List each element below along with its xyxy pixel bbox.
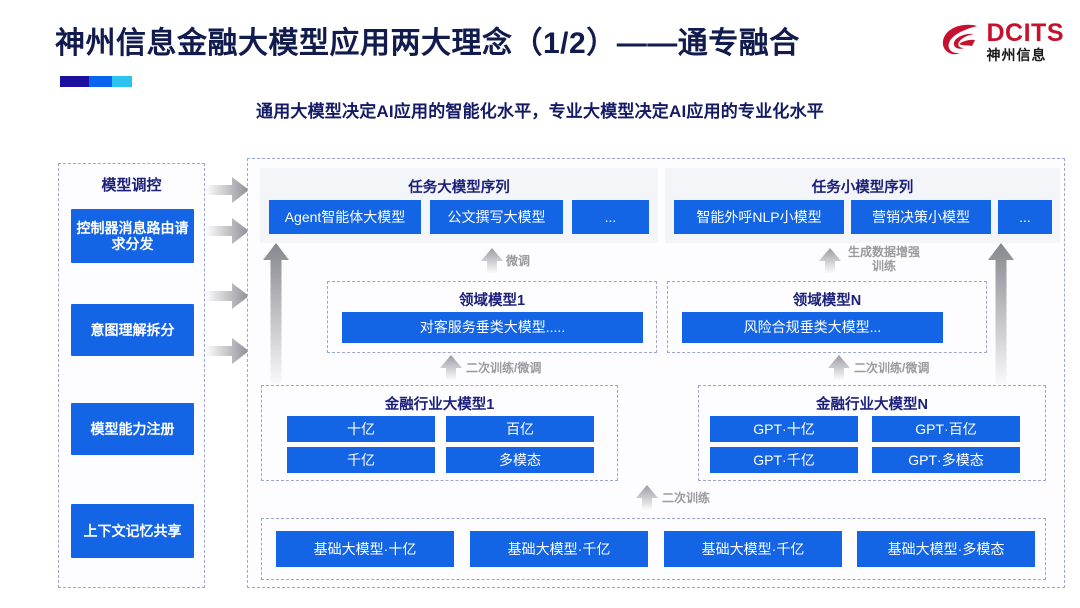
task-small-group: 任务小模型序列 智能外呼NLP小模型 营销决策小模型 ...: [665, 168, 1060, 243]
logo-text-en: DCITS: [986, 18, 1064, 47]
page-title: 神州信息金融大模型应用两大理念（1/2）——通专融合: [55, 27, 800, 60]
base-box-multimodal[interactable]: 基础大模型·多模态: [857, 531, 1035, 567]
task-box-agent[interactable]: Agent智能体大模型: [269, 200, 421, 234]
task-box-nlp-outbound[interactable]: 智能外呼NLP小模型: [674, 200, 844, 234]
accent-segment-3: [111, 76, 132, 87]
task-box-more[interactable]: ...: [572, 200, 649, 234]
task-box-document[interactable]: 公文撰写大模型: [430, 200, 563, 234]
arrow-up-retrain-left-icon: [440, 355, 462, 381]
control-item-router[interactable]: 控制器消息路由请求分发: [71, 209, 194, 263]
industry-box-multimodal[interactable]: 多模态: [446, 447, 594, 473]
industry-box-gpt-multimodal[interactable]: GPT·多模态: [872, 447, 1020, 473]
industry-box-100b[interactable]: 千亿: [287, 447, 435, 473]
task-box-more-2[interactable]: ...: [998, 200, 1052, 234]
page-subtitle: 通用大模型决定AI应用的智能化水平，专业大模型决定AI应用的专业化水平: [256, 102, 824, 121]
industry-group-n-title: 金融行业大模型N: [816, 397, 928, 413]
logo-text-cn: 神州信息: [986, 46, 1047, 63]
industry-group-n: 金融行业大模型N GPT·十亿 GPT·百亿 GPT·千亿 GPT·多模态: [698, 385, 1046, 481]
accent-bar: [60, 76, 132, 87]
arrow-up-data-aug-icon: [819, 248, 841, 274]
arrow-up-retrain-right-icon: [828, 355, 850, 381]
industry-group-1: 金融行业大模型1 十亿 百亿 千亿 多模态: [261, 385, 618, 481]
industry-box-1b[interactable]: 十亿: [287, 416, 435, 442]
domain-group-1-title: 领域模型1: [458, 293, 526, 309]
domain-group-n: 领域模型N 风险合规垂类大模型...: [667, 281, 987, 353]
flow-label-retrain-left: 二次训练/微调: [466, 361, 542, 375]
industry-box-10b[interactable]: 百亿: [446, 416, 594, 442]
arrow-up-fine-tune-icon: [481, 248, 503, 274]
arrow-right-registry-icon: [205, 338, 249, 364]
arrow-right-intent-icon: [205, 283, 249, 309]
dcits-swirl-icon: [942, 24, 977, 55]
industry-box-gpt-10b[interactable]: GPT·百亿: [872, 416, 1020, 442]
control-item-registry[interactable]: 模型能力注册: [71, 403, 194, 455]
domain-group-1: 领域模型1 对客服务垂类大模型.....: [327, 281, 657, 353]
task-large-group-title: 任务大模型序列: [408, 180, 510, 196]
company-logo: DCITS 神州信息: [941, 20, 1065, 62]
base-model-group: 基础大模型·十亿 基础大模型·千亿 基础大模型·千亿 基础大模型·多模态: [261, 518, 1046, 580]
arrow-right-dispatch-icon: [205, 218, 249, 244]
control-column-title: 模型调控: [101, 177, 162, 194]
flow-label-data-augmentation: 生成数据增强训练: [847, 245, 920, 273]
flow-label-retrain-base: 二次训练: [662, 491, 711, 505]
arrow-right-router-icon: [205, 177, 249, 203]
logo-wordmark: DCITS 神州信息: [986, 18, 1065, 63]
base-box-100b-2[interactable]: 基础大模型·千亿: [664, 531, 842, 567]
base-box-1b[interactable]: 基础大模型·十亿: [276, 531, 454, 567]
domain-group-n-title: 领域模型N: [792, 293, 862, 309]
accent-segment-2: [88, 76, 112, 87]
industry-group-1-title: 金融行业大模型1: [384, 397, 495, 413]
control-item-intent[interactable]: 意图理解拆分: [71, 304, 194, 356]
flow-label-fine-tune: 微调: [506, 254, 531, 268]
flow-label-retrain-right: 二次训练/微调: [854, 361, 930, 375]
accent-segment-1: [60, 76, 89, 87]
domain-box-customer-service[interactable]: 对客服务垂类大模型.....: [342, 312, 643, 343]
domain-box-risk-compliance[interactable]: 风险合规垂类大模型...: [682, 312, 943, 343]
industry-box-gpt-100b[interactable]: GPT·千亿: [710, 447, 858, 473]
task-large-group: 任务大模型序列 Agent智能体大模型 公文撰写大模型 ...: [260, 168, 658, 243]
task-small-group-title: 任务小模型序列: [811, 180, 914, 196]
industry-box-gpt-1b[interactable]: GPT·十亿: [710, 416, 858, 442]
arrow-up-retrain-base-icon: [636, 485, 658, 511]
control-item-context[interactable]: 上下文记忆共享: [71, 504, 194, 558]
arrow-up-tall-left-icon: [263, 243, 289, 391]
base-box-100b[interactable]: 基础大模型·千亿: [470, 531, 648, 567]
control-column-container: 模型调控 控制器消息路由请求分发 意图理解拆分 模型能力注册 上下文记忆共享: [58, 163, 205, 588]
task-box-marketing[interactable]: 营销决策小模型: [851, 200, 991, 234]
arrow-up-tall-right-icon: [988, 243, 1014, 391]
